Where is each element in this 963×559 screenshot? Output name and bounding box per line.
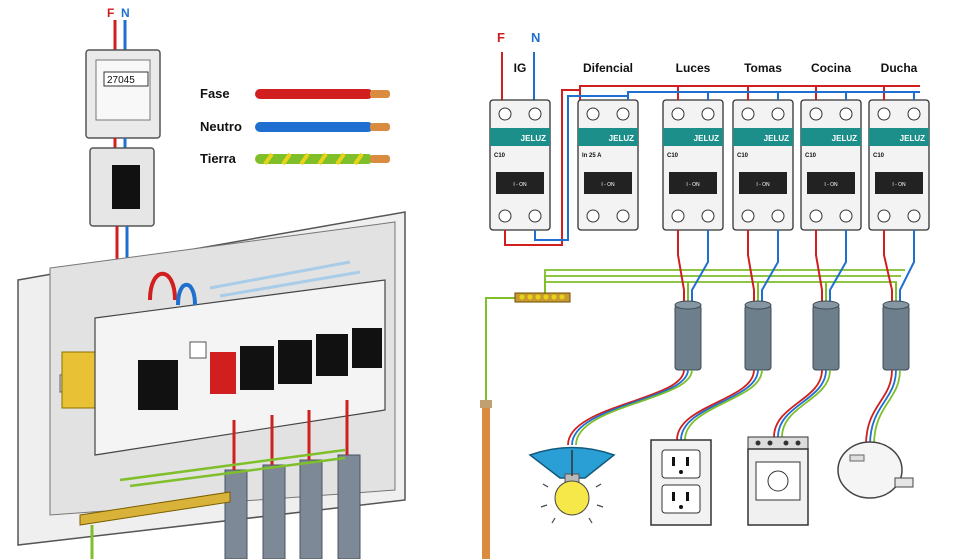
lamp-icon	[528, 446, 616, 524]
left-neutral-letter: N	[121, 6, 130, 20]
distribution-board	[17, 211, 406, 559]
breaker-toggle	[584, 172, 632, 194]
water-heater-icon	[837, 441, 914, 499]
right-phase-letter: F	[497, 30, 505, 45]
breaker-ig: IG JELUZ C10 I - ON	[489, 61, 551, 231]
breaker-brand-strip	[869, 128, 929, 146]
conduit-pipe	[674, 304, 702, 371]
breaker-label: IG	[514, 61, 527, 75]
breaker-rating: C10	[805, 153, 817, 159]
breaker-switch-label: I - ON	[686, 182, 700, 188]
breaker-label: Tomas	[744, 61, 782, 75]
breaker-brand: JELUZ	[609, 134, 634, 143]
breaker-toggle	[807, 172, 855, 194]
legend-label-tierra: Tierra	[200, 151, 237, 166]
breaker-brand-strip	[490, 128, 550, 146]
breaker-toggle	[875, 172, 923, 194]
breaker-brand-strip	[578, 128, 638, 146]
breaker-switch-label: I - ON	[824, 182, 838, 188]
breaker-toggle	[739, 172, 787, 194]
board-breakers	[94, 279, 386, 456]
breaker-label: Luces	[676, 61, 711, 75]
legend-wire-neutro	[255, 122, 373, 132]
wire-legend: Fase Neutro Tierra	[200, 86, 390, 166]
left-illustration: F N 27045 Fase Neutro T	[17, 6, 406, 559]
breaker-rating: In 25 A	[582, 153, 602, 159]
left-phase-letter: F	[107, 6, 114, 20]
circuit-wires	[504, 85, 920, 446]
breaker-toggle	[496, 172, 544, 194]
breaker-label: Difencial	[583, 61, 633, 75]
breaker-toggle	[669, 172, 717, 194]
earth-bus	[480, 292, 571, 559]
breaker-rating: C10	[873, 153, 885, 159]
breaker-brand: JELUZ	[764, 134, 789, 143]
breaker-switch-label: I - ON	[756, 182, 770, 188]
breaker-switch-label: I - ON	[892, 182, 906, 188]
breaker-brand-strip	[801, 128, 861, 146]
breaker-brand: JELUZ	[521, 134, 546, 143]
breaker-brand: JELUZ	[832, 134, 857, 143]
main-switch	[89, 147, 155, 227]
breaker-rating: C10	[737, 153, 749, 159]
breaker-label: Cocina	[811, 61, 851, 75]
breaker-switch-label: I - ON	[601, 182, 615, 188]
conduit-pipe	[812, 304, 840, 371]
breaker-label: Ducha	[881, 61, 918, 75]
legend-label-neutro: Neutro	[200, 119, 242, 134]
conduit-pipe	[744, 304, 772, 371]
breaker-brand-strip	[733, 128, 793, 146]
breaker-rating: C10	[494, 153, 506, 159]
breaker-brand: JELUZ	[694, 134, 719, 143]
meter-reading: 27045	[107, 75, 135, 86]
outlet-icon	[650, 439, 712, 526]
breaker-brand-strip	[663, 128, 723, 146]
breaker-brand: JELUZ	[900, 134, 925, 143]
legend-wire-fase	[255, 89, 373, 99]
energy-meter: 27045	[85, 49, 161, 139]
breaker-rating: C10	[667, 153, 679, 159]
right-neutral-letter: N	[531, 30, 540, 45]
breaker-switch-label: I - ON	[513, 182, 527, 188]
conduit-pipe	[882, 304, 910, 371]
legend-label-fase: Fase	[200, 86, 230, 101]
stove-icon	[747, 436, 809, 526]
